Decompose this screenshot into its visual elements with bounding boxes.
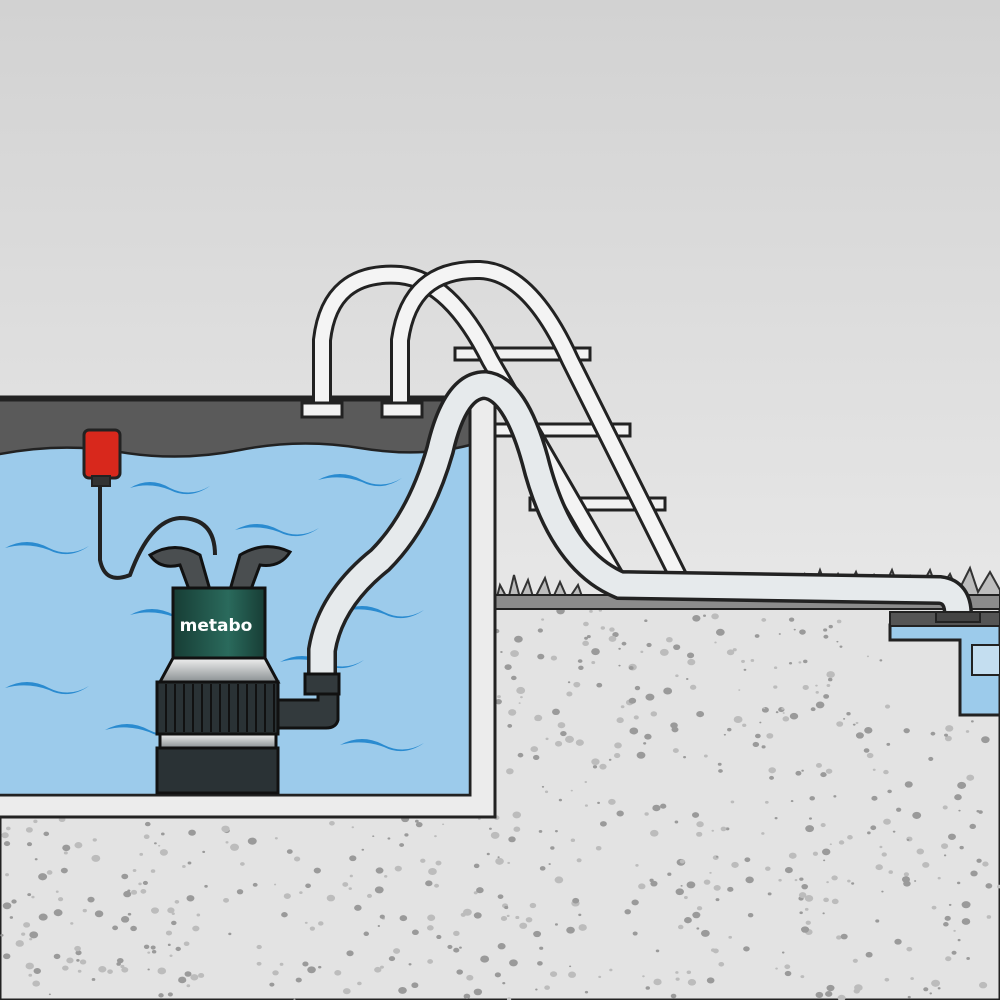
pool-ladder [300, 259, 690, 595]
hose [307, 369, 981, 685]
ground-speckles [0, 607, 1000, 1000]
submersible-pump: metabo [147, 545, 341, 795]
pump-brand-logo: metabo [180, 616, 253, 636]
float-switch [82, 428, 217, 580]
